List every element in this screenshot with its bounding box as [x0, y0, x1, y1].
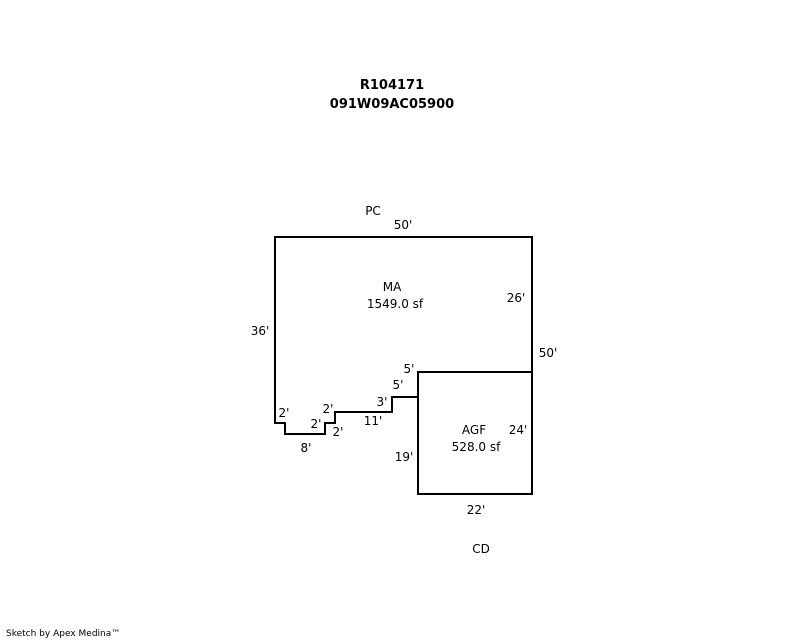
dim-garage-left: 19'	[395, 450, 414, 464]
main-area-outline	[274, 236, 533, 435]
dim-right-total: 50'	[539, 346, 558, 360]
dim-step-2c: 2'	[311, 417, 322, 431]
bottom-area-label: CD	[472, 542, 490, 556]
dim-garage-bottom: 22'	[467, 503, 486, 517]
dim-step-2b: 2'	[323, 402, 334, 416]
sketch-credit: Sketch by Apex Medina™	[6, 629, 120, 639]
dim-step-2a: 2'	[279, 406, 290, 420]
dim-top: 50'	[394, 218, 413, 232]
dim-notch-side: 5'	[393, 378, 404, 392]
dim-step-11: 11'	[364, 414, 383, 428]
dim-bottom-8: 8'	[301, 441, 312, 455]
dim-left: 36'	[251, 324, 270, 338]
dim-right-upper: 26'	[507, 291, 526, 305]
dim-step-2d: 2'	[333, 425, 344, 439]
parcel-id: R104171	[360, 78, 424, 93]
dim-step-3: 3'	[377, 395, 388, 409]
dim-garage-right: 24'	[509, 423, 528, 437]
account-number: 091W09AC05900	[330, 97, 454, 112]
garage-area-code: AGF	[462, 423, 486, 437]
dim-notch-top: 5'	[404, 362, 415, 376]
garage-area-size: 528.0 sf	[452, 440, 501, 454]
garage-outline	[417, 371, 533, 495]
main-area-code: MA	[383, 280, 402, 294]
top-area-label: PC	[365, 204, 381, 218]
main-area-size: 1549.0 sf	[367, 297, 424, 311]
